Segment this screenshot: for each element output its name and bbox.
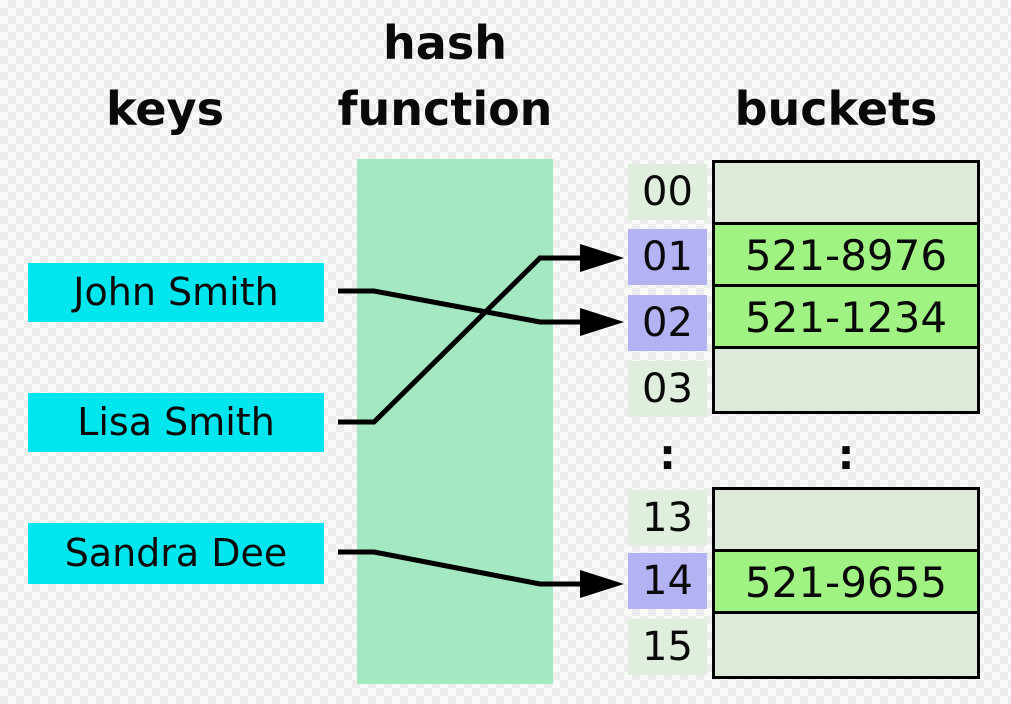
bucket-row-14: 521-9655 [715,552,977,614]
bucket-row-03 [715,349,977,411]
hash-function-band [357,159,553,684]
key-box-john-smith: John Smith [28,263,324,322]
index-cell-01: 01 [628,229,707,285]
keys-header: keys [106,82,224,136]
bucket-row-13 [715,490,977,552]
bucket-table-lower: 521-9655 [712,487,980,679]
bucket-row-15 [715,614,977,676]
hash-function-header-line2: function [337,82,553,136]
key-box-sandra-dee: Sandra Dee [28,523,324,584]
index-cell-00: 00 [628,164,707,220]
index-cell-13: 13 [628,490,707,546]
key-box-lisa-smith: Lisa Smith [28,393,324,452]
hash-function-header: hash function [333,10,557,142]
index-cell-15: 15 [628,619,707,675]
bucket-row-00 [715,163,977,225]
bucket-row-02: 521-1234 [715,287,977,349]
index-cell-14: 14 [628,553,707,609]
bucket-table-upper: 521-8976 521-1234 [712,160,980,414]
buckets-header: buckets [734,82,938,136]
hash-function-header-line1: hash [383,16,507,70]
bucket-row-01: 521-8976 [715,225,977,287]
index-cell-03: 03 [628,361,707,417]
index-ellipsis: : [659,430,676,479]
index-cell-02: 02 [628,295,707,351]
bucket-ellipsis: : [837,430,855,479]
